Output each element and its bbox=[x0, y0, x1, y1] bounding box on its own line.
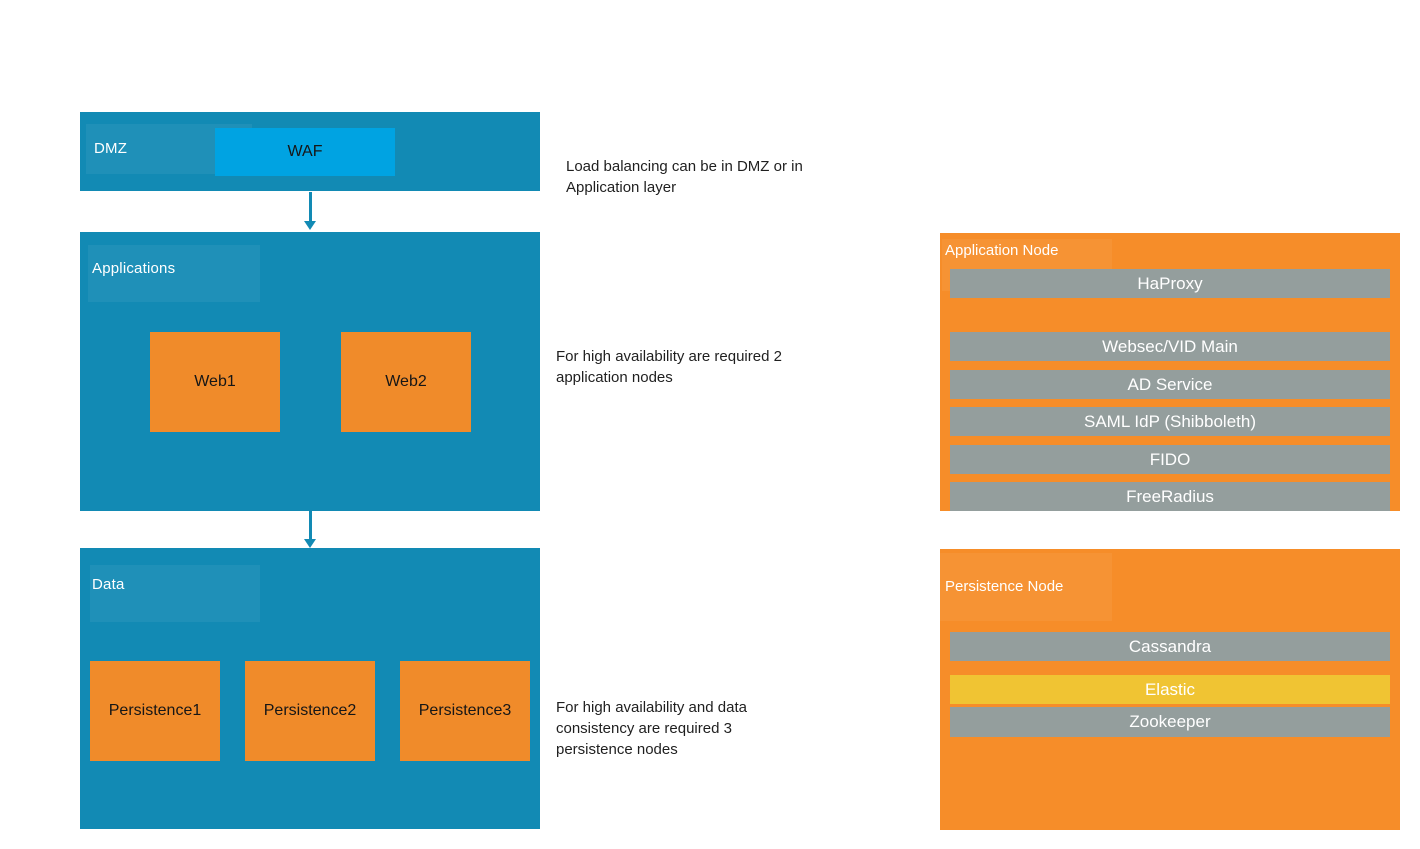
service-bar-haproxy: HaProxy bbox=[950, 269, 1390, 298]
service-bar-freeradius: FreeRadius bbox=[950, 482, 1390, 511]
label-highlight bbox=[90, 565, 260, 622]
persistence3-box: Persistence3 bbox=[400, 661, 530, 761]
annotation-load-balancing: Load balancing can be in DMZ or in Appli… bbox=[566, 158, 803, 196]
persistence1-box: Persistence1 bbox=[90, 661, 220, 761]
persistence-node-title: Persistence Node bbox=[945, 578, 1064, 595]
arrow-head-icon bbox=[304, 539, 316, 548]
label-highlight bbox=[940, 553, 1112, 621]
service-bar-elastic-highlighted: Elastic bbox=[950, 675, 1390, 704]
service-bar-fido: FIDO bbox=[950, 445, 1390, 474]
applications-layer: Applications Web1 Web2 bbox=[80, 232, 540, 511]
service-bar-websec-vid-main: Websec/VID Main bbox=[950, 332, 1390, 361]
application-node-title: Application Node bbox=[945, 242, 1059, 259]
label-highlight bbox=[88, 245, 260, 302]
arrow-line bbox=[309, 511, 312, 540]
service-bar-cassandra: Cassandra bbox=[950, 632, 1390, 661]
arrow-line bbox=[309, 192, 312, 222]
persistence-node-panel: Persistence Node Cassandra Elastic Zooke… bbox=[940, 549, 1400, 830]
service-bar-saml-idp: SAML IdP (Shibboleth) bbox=[950, 407, 1390, 436]
flow-arrow-applications-to-data bbox=[304, 511, 317, 548]
data-layer: Data Persistence1 Persistence2 Persisten… bbox=[80, 548, 540, 829]
persistence2-box: Persistence2 bbox=[245, 661, 375, 761]
flow-arrow-dmz-to-applications bbox=[304, 192, 317, 230]
dmz-layer: DMZ WAF bbox=[80, 112, 540, 191]
web2-box: Web2 bbox=[341, 332, 471, 432]
waf-box: WAF bbox=[215, 128, 395, 176]
application-node-panel: Application Node HaProxy Websec/VID Main… bbox=[940, 233, 1400, 511]
web1-box: Web1 bbox=[150, 332, 280, 432]
annotation-persistence-nodes: For high availability and data consisten… bbox=[556, 699, 747, 758]
service-bar-ad-service: AD Service bbox=[950, 370, 1390, 399]
service-bar-zookeeper: Zookeeper bbox=[950, 707, 1390, 737]
dmz-layer-label: DMZ bbox=[94, 140, 128, 157]
applications-layer-label: Applications bbox=[92, 260, 176, 277]
arrow-head-icon bbox=[304, 221, 316, 230]
annotation-application-nodes: For high availability are required 2 app… bbox=[556, 348, 782, 386]
data-layer-label: Data bbox=[92, 576, 125, 593]
